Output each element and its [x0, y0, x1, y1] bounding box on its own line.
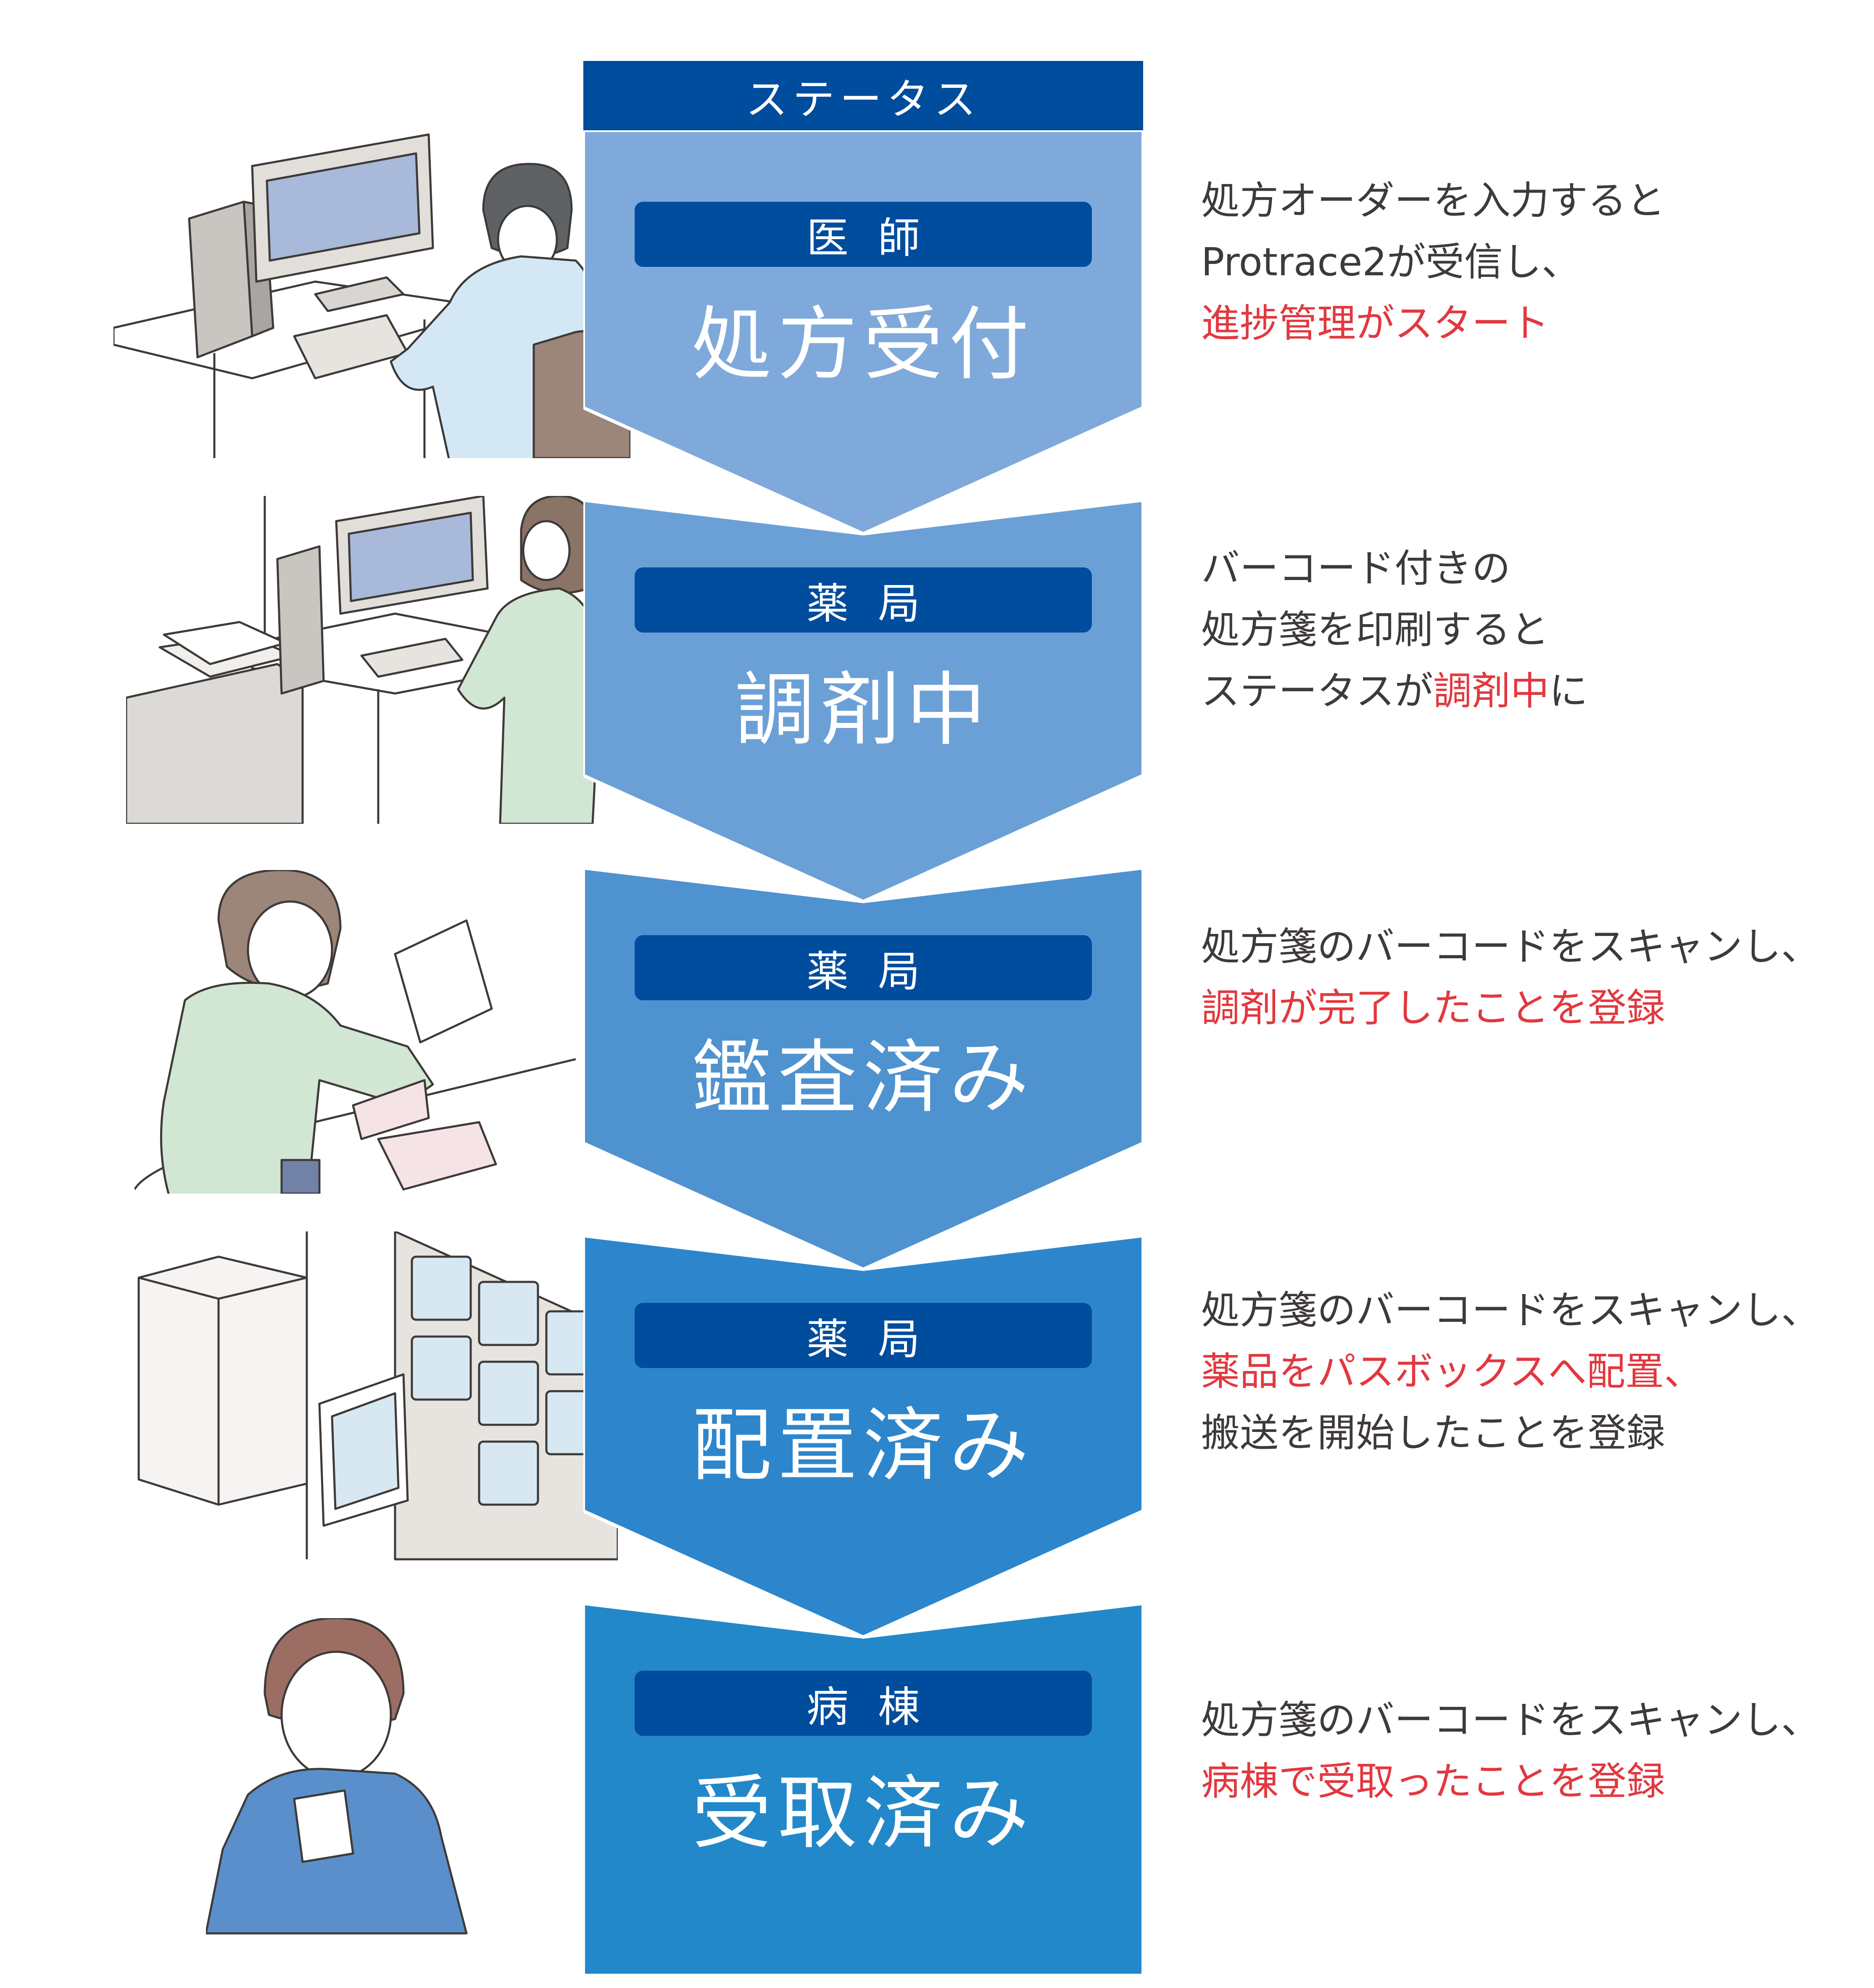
highlight-text: 薬品をパスボックスへ配置、 [1201, 1349, 1703, 1394]
description-text: 処方箋を印刷すると [1201, 607, 1550, 652]
nurse-with-prescription-illustration [206, 1618, 468, 1935]
description-line: 処方箋のバーコードをスキャンし、 [1201, 916, 1820, 978]
status-step-4: 薬局配置済み [583, 1236, 1143, 1637]
description-text: に [1549, 669, 1588, 714]
step-status-label: 鑑査済み [691, 1031, 1035, 1124]
description-line: 処方箋のバーコードをスキャンし、 [1201, 1690, 1820, 1751]
highlight-text: 調剤が完了したことを登録 [1201, 986, 1666, 1031]
description-line: 薬品をパスボックスへ配置、 [1201, 1341, 1820, 1403]
step-status-label: 調剤中 [734, 664, 992, 757]
description-text: ステータスが [1201, 669, 1434, 714]
step-role-label: 医師 [635, 202, 1092, 267]
status-step-2: 薬局調剤中 [583, 500, 1143, 902]
description-line: 病棟で受取ったことを登録 [1201, 1751, 1820, 1812]
highlight-text: 病棟で受取ったことを登録 [1201, 1759, 1666, 1804]
description-line: バーコード付きの [1201, 538, 1588, 599]
step-description-3: 処方箋のバーコードをスキャンし、調剤が完了したことを登録 [1201, 916, 1820, 1039]
step-role-label: 病棟 [635, 1671, 1092, 1736]
highlight-text: 進捗管理がスタート [1201, 301, 1550, 346]
pharmacist-scanning-illustration [134, 870, 576, 1194]
step-description-4: 処方箋のバーコードをスキャンし、薬品をパスボックスへ配置、搬送を開始したことを登… [1201, 1280, 1820, 1464]
description-line: 進捗管理がスタート [1201, 293, 1665, 354]
highlight-text: 調剤中 [1433, 669, 1550, 714]
description-line: 調剤が完了したことを登録 [1201, 978, 1820, 1039]
status-header-title: ステータス [746, 75, 981, 124]
description-text: 処方箋のバーコードをスキャンし、 [1201, 1288, 1820, 1333]
status-header: ステータス [583, 61, 1143, 130]
step-role-label: 薬局 [635, 567, 1092, 633]
status-step-3: 薬局鑑査済み [583, 868, 1143, 1269]
step-role-label: 薬局 [635, 935, 1092, 1000]
pharmacist-printing-illustration [126, 496, 602, 824]
description-line: ステータスが調剤中に [1201, 661, 1588, 722]
description-text: バーコード付きの [1201, 546, 1511, 591]
description-line: Protrace2が受信し、 [1201, 232, 1665, 293]
description-line: 処方箋のバーコードをスキャンし、 [1201, 1280, 1820, 1341]
step-description-2: バーコード付きの処方箋を印刷するとステータスが調剤中に [1201, 538, 1588, 722]
step-description-5: 処方箋のバーコードをスキャンし、病棟で受取ったことを登録 [1201, 1690, 1820, 1812]
description-line: 搬送を開始したことを登録 [1201, 1403, 1820, 1464]
description-line: 処方箋を印刷すると [1201, 599, 1588, 661]
description-text: Protrace2が受信し、 [1201, 240, 1580, 285]
status-step-5: 病棟受取済み [583, 1603, 1143, 1975]
status-step-1: 医師処方受付 [583, 130, 1143, 534]
step-role-label: 薬局 [635, 1303, 1092, 1368]
step-description-1: 処方オーダーを入力すると Protrace2が受信し、進捗管理がスタート [1201, 170, 1665, 354]
doctor-at-computer-illustration [113, 133, 630, 458]
description-text: 処方箋のバーコードをスキャンし、 [1201, 1698, 1820, 1743]
step-status-label: 処方受付 [691, 298, 1035, 391]
step-status-label: 配置済み [691, 1399, 1035, 1492]
description-text: 処方箋のバーコードをスキャンし、 [1201, 924, 1820, 969]
step-status-label: 受取済み [691, 1767, 1035, 1860]
description-line: 処方オーダーを入力すると [1201, 170, 1665, 232]
description-text: 搬送を開始したことを登録 [1201, 1411, 1666, 1455]
description-text: 処方オーダーを入力すると [1201, 178, 1666, 223]
pass-box-illustration [137, 1231, 618, 1561]
